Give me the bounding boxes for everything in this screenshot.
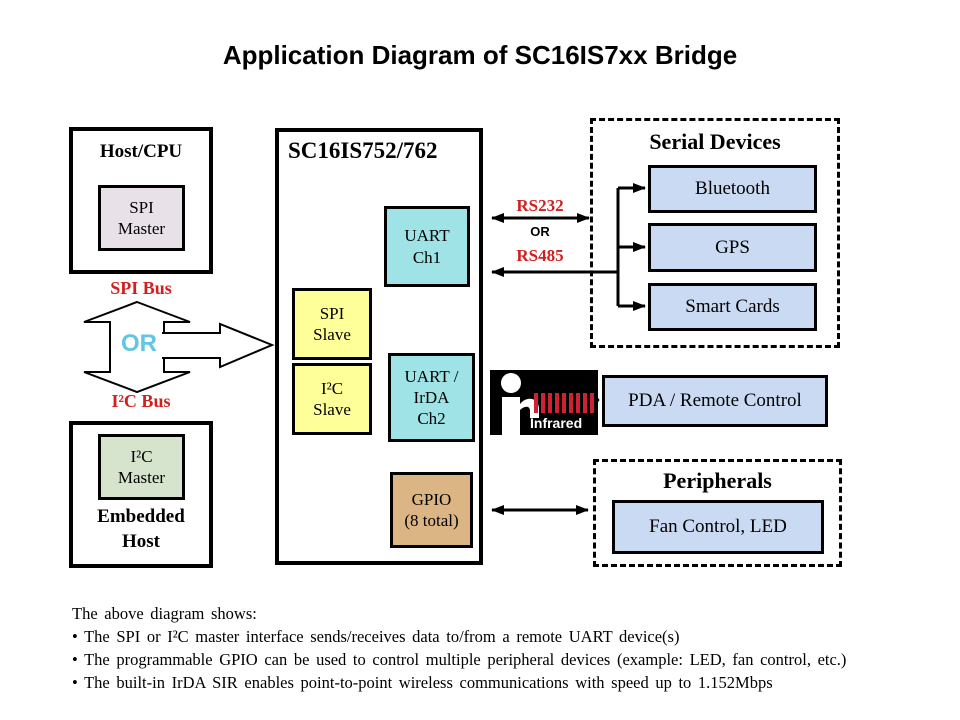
peripherals-group: Peripherals Fan Control, LED [593,459,842,567]
bluetooth-box: Bluetooth [648,165,817,213]
rs485-label: RS485 [516,246,564,265]
note-bullet-2: • The programmable GPIO can be used to c… [72,650,847,669]
bus-to-bridge-arrow [162,322,275,369]
spi-slave-block: SPI Slave [292,288,372,360]
diagram-notes: The above diagram shows: • The SPI or I²… [72,602,942,694]
embedded-host-box: I²C Master Embedded Host [69,421,213,568]
pda-remote-control-box: PDA / Remote Control [602,375,828,427]
uart-irda-ch2-block: UART / IrDA Ch2 [388,353,475,442]
i2c-master-block: I²C Master [98,434,185,500]
host-cpu-label: Host/CPU [99,141,183,162]
bridge-title: SC16IS752/762 [288,138,438,163]
gpio-block: GPIO (8 total) [390,472,473,548]
irda-infrared-logo-icon: Infrared [490,370,598,435]
serial-devices-title: Serial Devices [649,129,781,154]
note-bullet-1: • The SPI or I²C master interface sends/… [72,627,680,646]
gps-box: GPS [648,223,817,272]
i2c-slave-block: I²C Slave [292,363,372,435]
peripherals-title: Peripherals [663,468,772,493]
embedded-host-label: Embedded Host [97,506,185,552]
rs232-label: RS232 [516,196,564,215]
fan-control-led-box: Fan Control, LED [612,500,824,554]
bridge-box: SC16IS752/762 UART Ch1 SPI Slave I²C Sla… [275,128,483,565]
spi-master-block: SPI Master [98,185,185,251]
uart-ch1-block: UART Ch1 [384,206,470,287]
smart-cards-box: Smart Cards [648,283,817,331]
serial-devices-group: Serial Devices Bluetooth GPS Smart Cards [590,118,840,348]
host-cpu-box: Host/CPU SPI Master [69,127,213,274]
page-title: Application Diagram of SC16IS7xx Bridge [222,40,738,70]
infrared-logo-text: Infrared [530,415,582,431]
or-link-label: OR [530,224,550,239]
or-bus-label: OR [121,330,157,357]
i2c-bus-label: I²C Bus [111,391,171,411]
notes-heading: The above diagram shows: [72,604,257,623]
note-bullet-3: • The built-in IrDA SIR enables point-to… [72,673,773,692]
spi-bus-label: SPI Bus [110,278,172,298]
